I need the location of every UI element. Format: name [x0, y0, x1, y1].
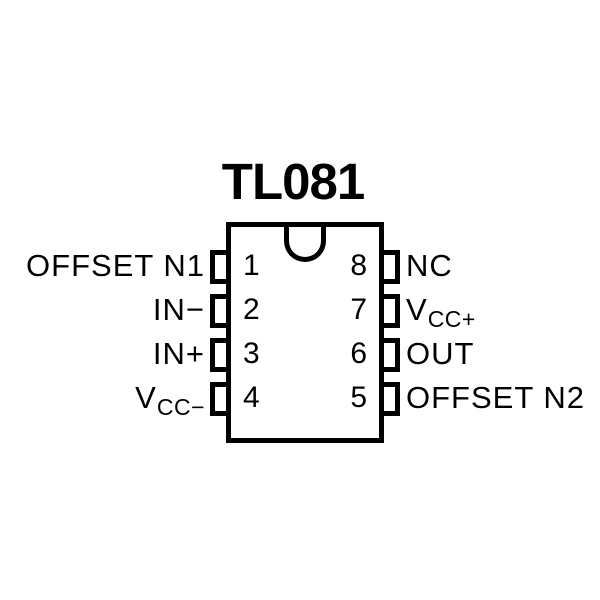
vcc-minus-subscript: CC− [156, 394, 205, 420]
pin-2-number: 2 [243, 293, 260, 326]
pin-8-number: 8 [350, 249, 367, 282]
pin-7-label: VCC+ [406, 292, 476, 333]
pin-6-number: 6 [350, 337, 367, 370]
pin-6-label: OUT [406, 336, 475, 371]
pin-7-number: 7 [350, 293, 367, 326]
index-notch [284, 227, 326, 262]
vcc-plus-subscript: CC+ [427, 306, 476, 332]
pin-4-number: 4 [243, 381, 260, 414]
vcc-minus-base: V [135, 380, 157, 415]
pin-3-number: 3 [243, 337, 260, 370]
part-title: TL081 [221, 153, 365, 210]
pin-3-label: IN+ [152, 336, 205, 371]
pin-4-label: VCC− [0, 380, 205, 421]
pin-2-label: IN− [152, 292, 205, 327]
pin-8-label: NC [406, 248, 453, 283]
pin-5-number: 5 [350, 381, 367, 414]
pin-1-number: 1 [243, 249, 260, 282]
pin-1-label: OFFSET N1 [26, 248, 205, 283]
pin-5-label: OFFSET N2 [406, 380, 585, 415]
vcc-plus-base: V [406, 292, 428, 327]
